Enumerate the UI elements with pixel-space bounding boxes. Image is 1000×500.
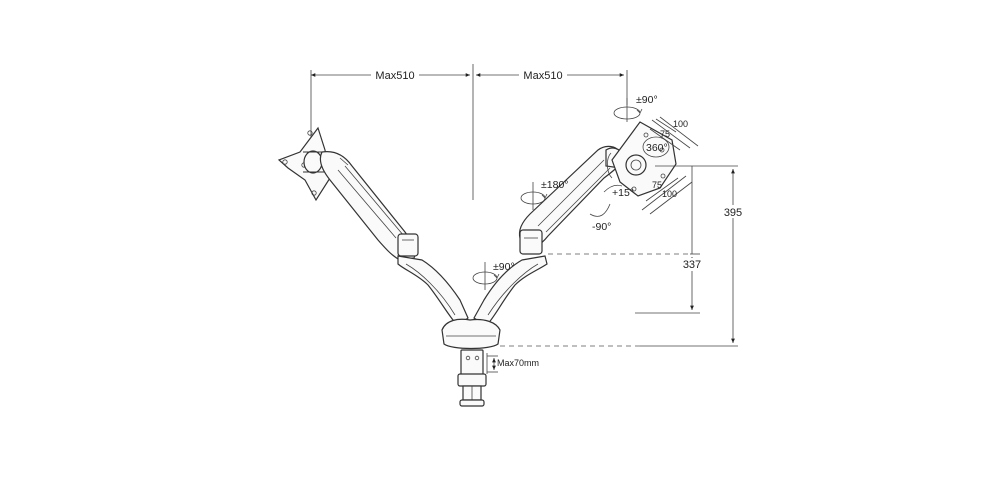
base-swivel-label: ±90° — [493, 261, 515, 273]
right-vesa-head — [606, 121, 677, 197]
left-lower-arm — [397, 255, 469, 327]
height-dimensions: 395 337 — [500, 165, 743, 347]
tilt-up-label: +15° — [612, 187, 634, 199]
rotation-indicators: ±90° 360° ±180° +15° -90° ±90° — [472, 94, 670, 290]
tilt-down-label: -90° — [592, 221, 611, 233]
reach-dimension: Max510 Max510 — [310, 64, 628, 200]
head-tilt-label: ±90° — [636, 94, 658, 106]
reach-left-label: Max510 — [375, 70, 414, 82]
rotation-label: 360° — [646, 142, 668, 154]
vesa-outer-bottom-label: 100 — [662, 189, 677, 199]
right-lower-arm — [473, 255, 548, 327]
vesa-inner-bottom-label: 75 — [652, 180, 662, 190]
clamp-max-label: Max70mm — [497, 358, 539, 368]
vesa-inner-top-label: 75 — [660, 129, 670, 139]
base-and-clamp: Max70mm — [441, 318, 539, 407]
vesa-outer-top-label: 100 — [673, 119, 688, 129]
vesa-dimensions: 100 75 75 100 — [641, 116, 699, 215]
left-upper-arm — [319, 151, 419, 261]
right-upper-arm — [518, 145, 625, 255]
reach-right-label: Max510 — [523, 70, 562, 82]
height-pivot-label: 337 — [683, 259, 701, 271]
arm-swivel-label: ±180° — [541, 179, 568, 191]
height-max-label: 395 — [724, 207, 742, 219]
